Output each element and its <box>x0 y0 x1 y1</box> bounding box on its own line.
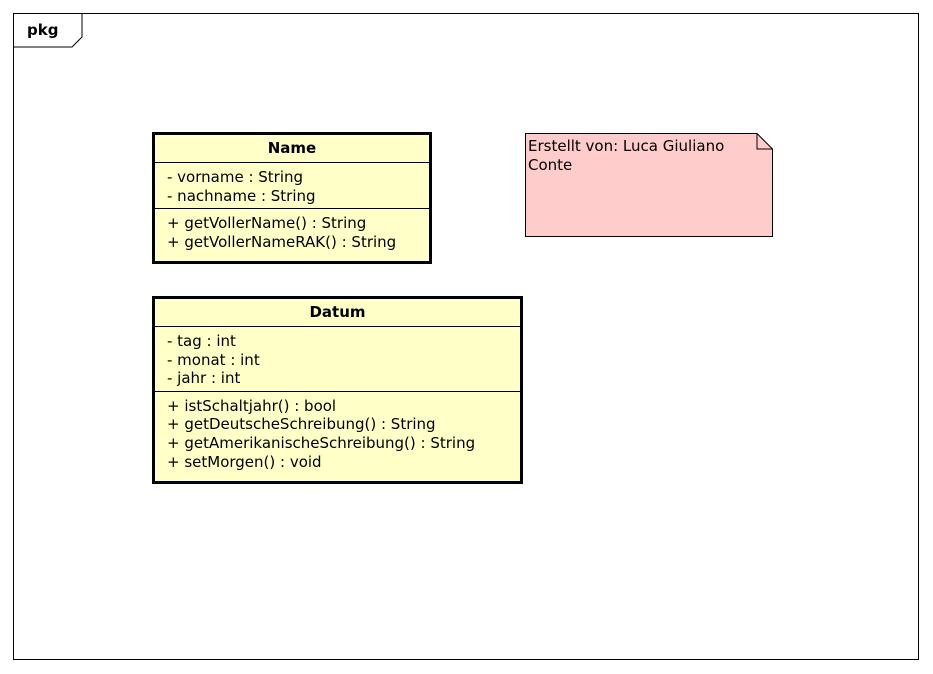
package-frame: pkg <box>13 13 919 660</box>
class-title: Datum <box>155 299 520 327</box>
operation: + getVollerName() : String <box>167 214 367 233</box>
operation: + getDeutscheSchreibung() : String <box>167 415 436 434</box>
attribute: - monat : int <box>167 350 260 369</box>
operation: + getAmerikanischeSchreibung() : String <box>167 433 476 452</box>
attribute: - vorname : String <box>167 168 304 186</box>
note-shape[interactable] <box>525 133 773 237</box>
operation: + istSchaltjahr() : bool <box>167 396 337 415</box>
attribute: - jahr : int <box>167 369 241 388</box>
note-text: Erstellt von: Luca Giuliano Conte <box>528 137 725 174</box>
attributes-compartment: - tag : int - monat : int - jahr : int <box>155 327 520 392</box>
operations-compartment: + istSchaltjahr() : bool + getDeutscheSc… <box>155 392 520 474</box>
operations-compartment: + getVollerName() : String + getVollerNa… <box>155 209 429 254</box>
class-name-box[interactable]: Name - vorname : String - nachname : Str… <box>152 132 432 264</box>
package-label: pkg <box>27 21 59 39</box>
operation: + setMorgen() : void <box>167 452 322 471</box>
class-datum-box[interactable]: Datum - tag : int - monat : int - jahr :… <box>152 296 523 484</box>
operation: + getVollerNameRAK() : String <box>167 232 397 251</box>
class-title: Name <box>155 135 429 163</box>
attributes-compartment: - vorname : String - nachname : String <box>155 163 429 210</box>
attribute: - nachname : String <box>167 186 316 205</box>
attribute: - tag : int <box>167 332 236 350</box>
package-tab-shape <box>14 14 83 48</box>
